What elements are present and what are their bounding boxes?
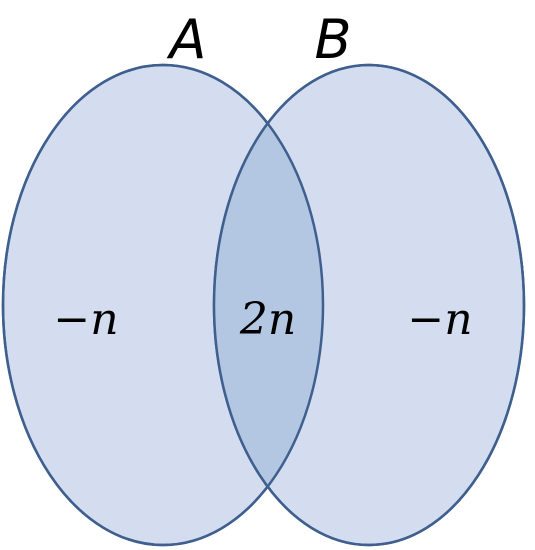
set-b-outline <box>212 63 526 547</box>
set-b-label: B <box>314 8 351 71</box>
set-a-outline <box>1 63 325 547</box>
b-only-region-label: −n <box>407 294 472 345</box>
a-only-region-label: −n <box>53 294 118 345</box>
intersection-region-label: 2n <box>239 294 296 345</box>
set-a-label: A <box>167 8 207 71</box>
intersection-region <box>214 65 323 545</box>
